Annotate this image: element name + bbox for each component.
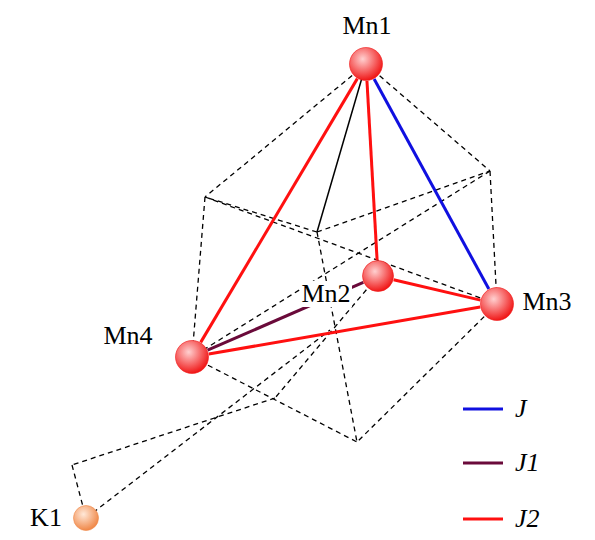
legend-label: J [515, 396, 527, 422]
k-atom: K1 [73, 505, 99, 531]
exchange-bond [394, 280, 481, 300]
legend-label: J1 [515, 450, 540, 476]
atom-label: Mn2 [300, 281, 351, 307]
atom-sphere [349, 47, 383, 81]
axis-line [317, 64, 366, 232]
atom-label: Mn3 [521, 289, 572, 315]
exchange-bond [201, 79, 358, 343]
exchange-bond [209, 307, 481, 354]
atom-sphere [175, 340, 209, 374]
mn-atom: Mn1 [349, 47, 383, 81]
atom-sphere [73, 505, 99, 531]
atom-label: K1 [29, 505, 63, 531]
atom-label: Mn1 [341, 13, 392, 39]
legend-label: J2 [515, 506, 540, 532]
mn-atom: Mn4 [175, 340, 209, 374]
atom-sphere [480, 287, 514, 321]
mn-atom: Mn2 [362, 260, 394, 292]
dashed-edges [72, 64, 497, 518]
atom-label: Mn4 [102, 323, 153, 349]
exchange-bond [367, 81, 377, 260]
mn-atom: Mn3 [480, 287, 514, 321]
exchange-bond [374, 79, 489, 289]
atom-sphere [362, 260, 394, 292]
legend-samples [463, 409, 503, 519]
